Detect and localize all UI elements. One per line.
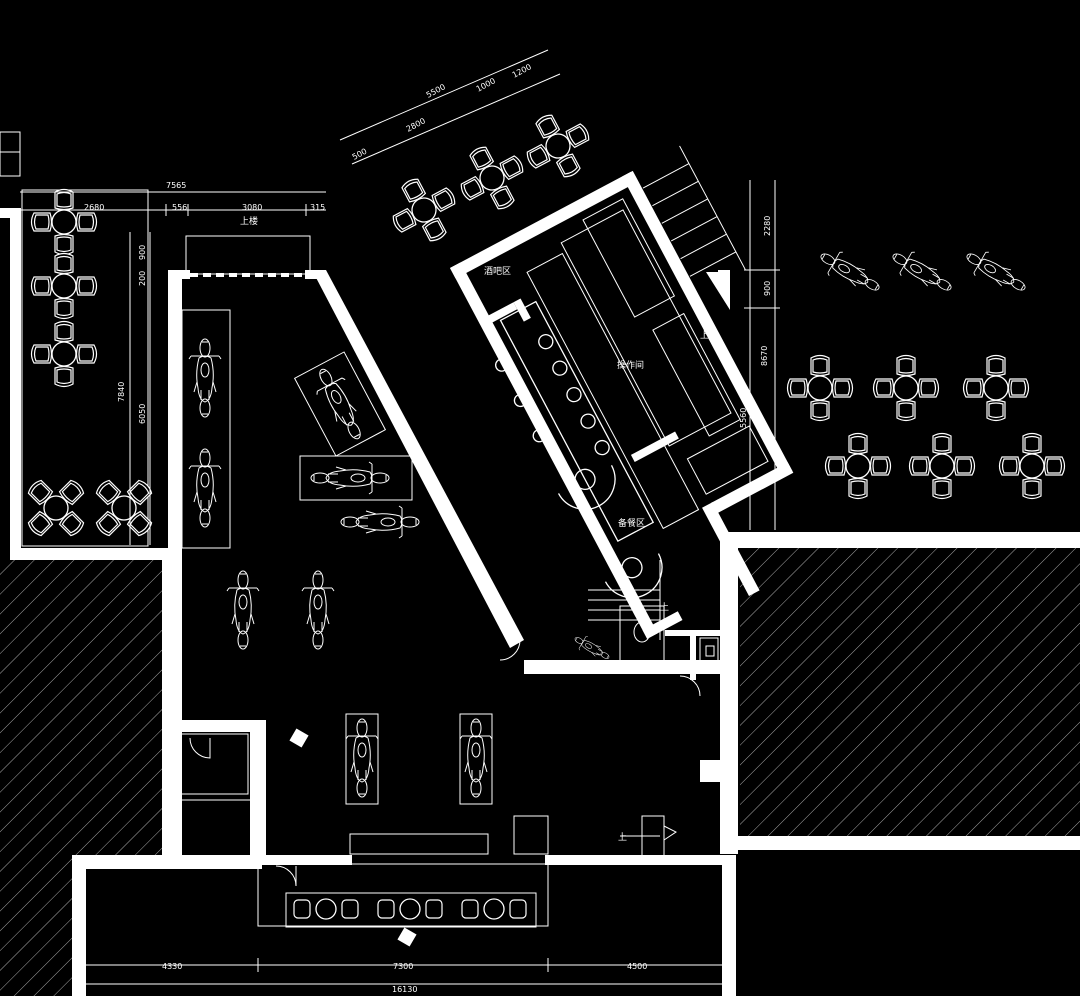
kitchen-label: 操作间 <box>617 359 644 371</box>
exterior-walls <box>0 208 1080 996</box>
display-motorcycles <box>181 309 614 805</box>
dim-left-top-0: 2680 <box>84 203 104 212</box>
outdoor-motorcycles <box>814 243 1032 301</box>
dim-left-top-total: 7565 <box>166 181 186 190</box>
prep-label: 备餐区 <box>618 517 645 529</box>
dim-right-side-2: 8670 <box>760 346 769 366</box>
dim-right-side-1: 900 <box>763 281 772 296</box>
outdoor-dining <box>788 356 1065 499</box>
dim-left-top-2: 3080 <box>242 203 262 212</box>
dim-left-side-3: 6050 <box>138 404 147 424</box>
dim-left-side-0: 900 <box>138 245 147 260</box>
annex-dining <box>10 190 170 554</box>
dim-bottom-1: 7300 <box>393 962 413 971</box>
dim-left-side-2: 7840 <box>117 382 126 402</box>
bar-label: 酒吧区 <box>484 266 511 277</box>
hall-details: 上 上楼 上 上 <box>173 215 709 887</box>
dim-right-side-0: 2280 <box>763 216 772 236</box>
annex-up-label: 上楼 <box>240 215 258 227</box>
dim-left-top-1: 556 <box>172 203 187 212</box>
dim-top-diag-3: 1000 <box>475 76 497 94</box>
dim-bottom-0: 4330 <box>162 962 182 971</box>
up-label-b: 上 <box>660 602 669 613</box>
kitchen-stair <box>642 145 746 277</box>
corner-block <box>0 131 21 177</box>
hatch-zone-left <box>0 560 162 996</box>
up-label-c: 上 <box>618 832 627 843</box>
lower-stair <box>588 560 719 665</box>
dim-left-top-3: 315 <box>310 203 325 212</box>
dim-right-side-3: 5560 <box>739 408 748 428</box>
dim-top-diag-0: 500 <box>351 147 369 162</box>
hatch-zone-right <box>740 548 1080 838</box>
dim-top-diag-2: 5500 <box>425 82 447 100</box>
kitchen-labels: 酒吧区 操作间 备餐区 <box>484 266 645 529</box>
dim-left-side-1: 200 <box>138 271 147 286</box>
dim-bottom-total: 16130 <box>392 985 417 994</box>
up-label-a: 上 <box>700 330 709 341</box>
dim-bottom-2: 4500 <box>627 962 647 971</box>
dim-top-diag-1: 2800 <box>405 116 427 134</box>
bottom-banquette <box>257 863 549 947</box>
